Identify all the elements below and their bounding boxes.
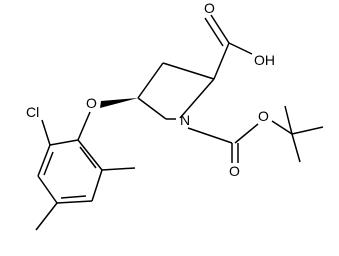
atom-o-carbonyl-boc: O [229,163,240,179]
bond-c2-cooh [213,42,230,80]
bond-c2-c3 [162,62,215,80]
bond-cooh-double-b [204,17,224,47]
boc-group: O O [187,105,324,179]
bond-boc-ester [234,123,259,144]
bond-ar-inner-2 [60,195,87,199]
bond-cooh-oh [228,42,253,55]
atom-oh-acid: OH [254,52,275,68]
bond-tbu-me3 [284,105,293,135]
carboxylic-acid-group: O OH [204,0,275,80]
bond-ar-inner-1 [79,146,97,169]
bond-n-c2 [179,78,215,119]
bond-tbu-me2 [291,133,301,163]
bond-cooh-double-a [210,14,230,44]
bond-n-carbonyl [187,127,233,144]
bond-c4-c5 [137,97,167,120]
bond-ar-inner-3 [43,151,54,176]
bond-ar-1-2 [77,139,103,171]
wedge-bond-c4-o [100,98,138,108]
atom-n: N [180,112,190,128]
atom-cl: Cl [26,104,39,120]
bond-ar-3-4 [56,200,93,204]
ether-linkage: O [77,95,138,141]
bond-ar-2-3 [91,169,103,202]
bond-ar-methyl-ortho [101,167,136,171]
bond-c3-c4 [137,62,164,99]
atom-o-ester-boc: O [258,108,269,124]
bond-ar-cl [41,119,51,146]
bond-ar-5-6 [37,144,51,177]
atom-o-ether: O [86,95,97,111]
bond-o-tbu [271,120,293,135]
aryl-ring: Cl [26,104,136,231]
bond-ar-6-1 [49,139,79,146]
bond-tbu-me1 [291,126,324,135]
bond-o-aryl [77,111,91,141]
bond-ar-4-5 [37,175,58,204]
atom-o-carbonyl-acid: O [204,0,215,16]
pyrrolidine-ring: N [137,62,215,128]
bond-ar-methyl-para [35,202,58,231]
